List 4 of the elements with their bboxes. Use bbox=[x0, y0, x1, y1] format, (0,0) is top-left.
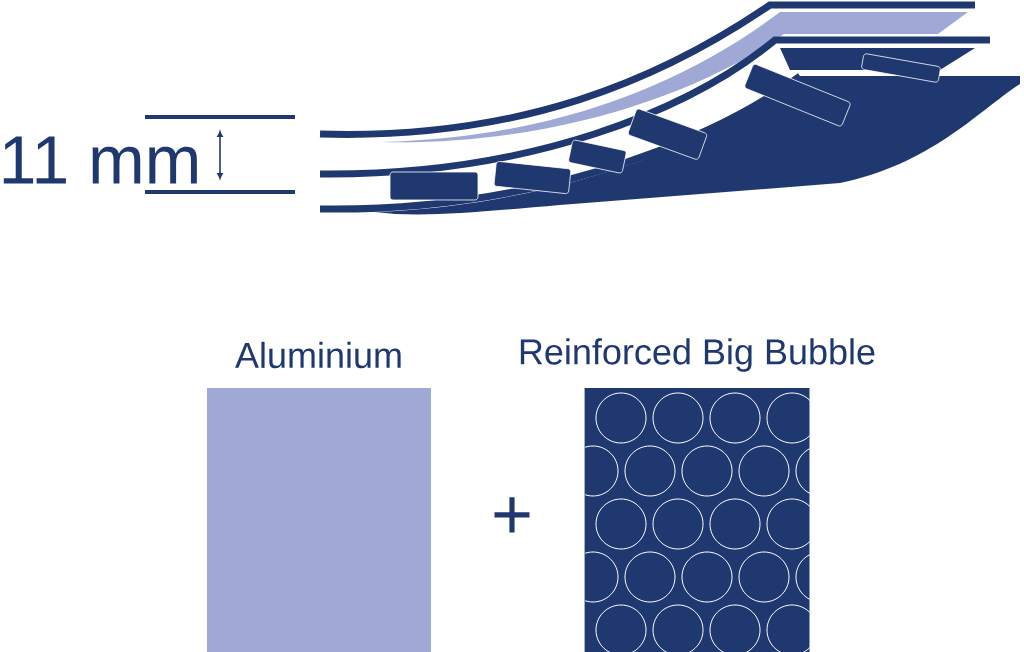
plus-sign: + bbox=[494, 497, 530, 533]
heading: Aluminium bbox=[235, 341, 401, 369]
dimension-label: 11 mm bbox=[3, 136, 197, 184]
heading: Reinforced Big Bubble bbox=[520, 338, 875, 372]
